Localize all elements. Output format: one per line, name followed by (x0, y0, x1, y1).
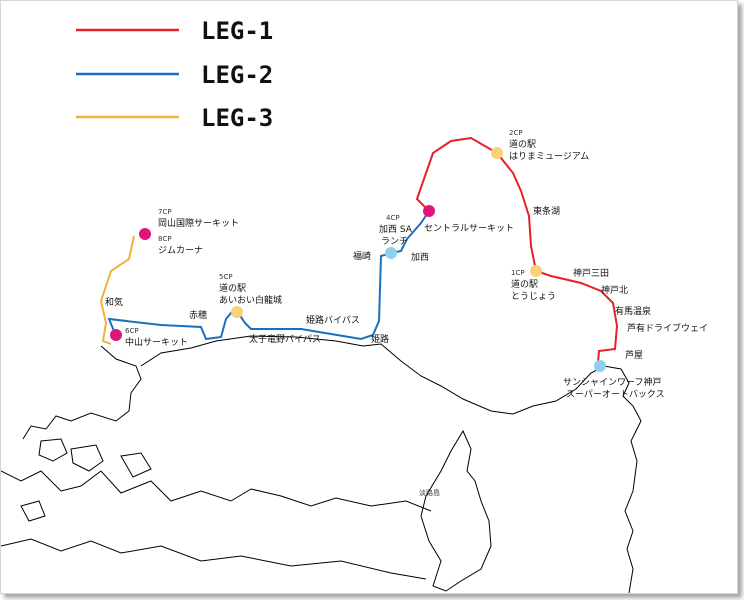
svg-text:はりまミュージアム: はりまミュージアム (509, 151, 589, 162)
checkpoint-7-8-marker[interactable] (139, 228, 151, 240)
route-leg3 (99, 235, 135, 345)
svg-text:4CP: 4CP (386, 214, 400, 222)
checkpoint-4-marker[interactable] (385, 247, 397, 259)
start-marker[interactable] (594, 360, 606, 372)
island-4 (20, 500, 46, 522)
map-canvas: LEG-1 LEG-2 LEG-3 1CP 道の駅 とうじょう 2CP 道の駅 … (1, 17, 708, 593)
svg-text:道の駅: 道の駅 (509, 138, 536, 150)
checkpoint-4-label: 4CP 加西 SA ランチ (379, 214, 413, 247)
checkpoint-2-marker[interactable] (491, 147, 503, 159)
checkpoint-1-label: 1CP 道の駅 とうじょう (511, 269, 556, 302)
svg-text:加西 SA: 加西 SA (379, 224, 413, 235)
checkpoint-2-label: 2CP 道の駅 はりまミュージアム (509, 129, 589, 162)
place-arima: 有馬温泉 (615, 305, 651, 317)
awaji-island (420, 429, 492, 592)
svg-text:道の駅: 道の駅 (511, 278, 538, 290)
lower-coast-2 (1, 538, 427, 580)
svg-text:2CP: 2CP (509, 129, 523, 137)
island-1 (38, 438, 68, 462)
island-2 (70, 444, 104, 472)
legend-label-leg1: LEG-1 (201, 17, 273, 45)
legend-label-leg3: LEG-3 (201, 104, 273, 132)
place-kobekita: 神戸北 (601, 284, 628, 296)
svg-text:8CP: 8CP (158, 235, 172, 243)
place-himeji-bypass: 姫路バイパス (306, 314, 360, 326)
place-kasai: 加西 (411, 252, 429, 263)
svg-text:道の駅: 道の駅 (219, 282, 246, 294)
svg-text:スーパーオートバックス: スーパーオートバックス (566, 389, 665, 400)
place-higashijo: 東条湖 (533, 205, 560, 217)
checkpoint-3-marker[interactable] (423, 205, 435, 217)
svg-text:ランチ: ランチ (381, 236, 408, 247)
place-himeji: 姫路 (371, 333, 389, 345)
svg-text:7CP: 7CP (158, 208, 172, 216)
place-taishi-bypass: 太子竜野バイパス (249, 333, 321, 345)
checkpoint-5-marker[interactable] (231, 306, 243, 318)
island-3 (120, 452, 152, 478)
svg-text:とうじょう: とうじょう (511, 291, 556, 302)
svg-text:中山サーキット: 中山サーキット (125, 336, 188, 348)
place-ashiari: 芦有ドライブウェイ (627, 322, 708, 334)
legend: LEG-1 LEG-2 LEG-3 (76, 17, 273, 132)
checkpoint-6-label: 6CP 中山サーキット (125, 327, 188, 348)
svg-text:1CP: 1CP (511, 269, 525, 277)
place-awaji: 淡路島 (419, 488, 440, 497)
place-ashiya: 芦屋 (625, 350, 643, 361)
checkpoint-6-marker[interactable] (110, 329, 122, 341)
route-leg1 (415, 136, 619, 364)
svg-text:サンシャインワーフ神戸: サンシャインワーフ神戸 (563, 376, 661, 388)
svg-text:ジムカーナ: ジムカーナ (158, 245, 203, 256)
svg-text:セントラルサーキット: セントラルサーキット (424, 223, 514, 234)
place-fukusaki: 福崎 (353, 250, 371, 262)
checkpoint-3-label: セントラルサーキット (424, 223, 514, 234)
lower-coast (1, 470, 432, 512)
place-kobesanda: 神戸三田 (573, 267, 609, 279)
checkpoint-5-label: 5CP 道の駅 あいおい白龍城 (219, 273, 282, 306)
place-ako: 赤穂 (189, 309, 207, 321)
checkpoint-1-marker[interactable] (530, 265, 542, 277)
svg-text:あいおい白龍城: あいおい白龍城 (219, 294, 282, 306)
svg-text:5CP: 5CP (219, 273, 233, 281)
legend-label-leg2: LEG-2 (201, 61, 273, 89)
coastline (22, 335, 642, 593)
svg-text:6CP: 6CP (125, 327, 139, 335)
place-wake: 和気 (105, 296, 123, 308)
checkpoint-7-8-label: 7CP 岡山国際サーキット 8CP ジムカーナ (158, 208, 239, 256)
svg-text:岡山国際サーキット: 岡山国際サーキット (158, 217, 239, 229)
start-label: サンシャインワーフ神戸 スーパーオートバックス (563, 376, 665, 400)
